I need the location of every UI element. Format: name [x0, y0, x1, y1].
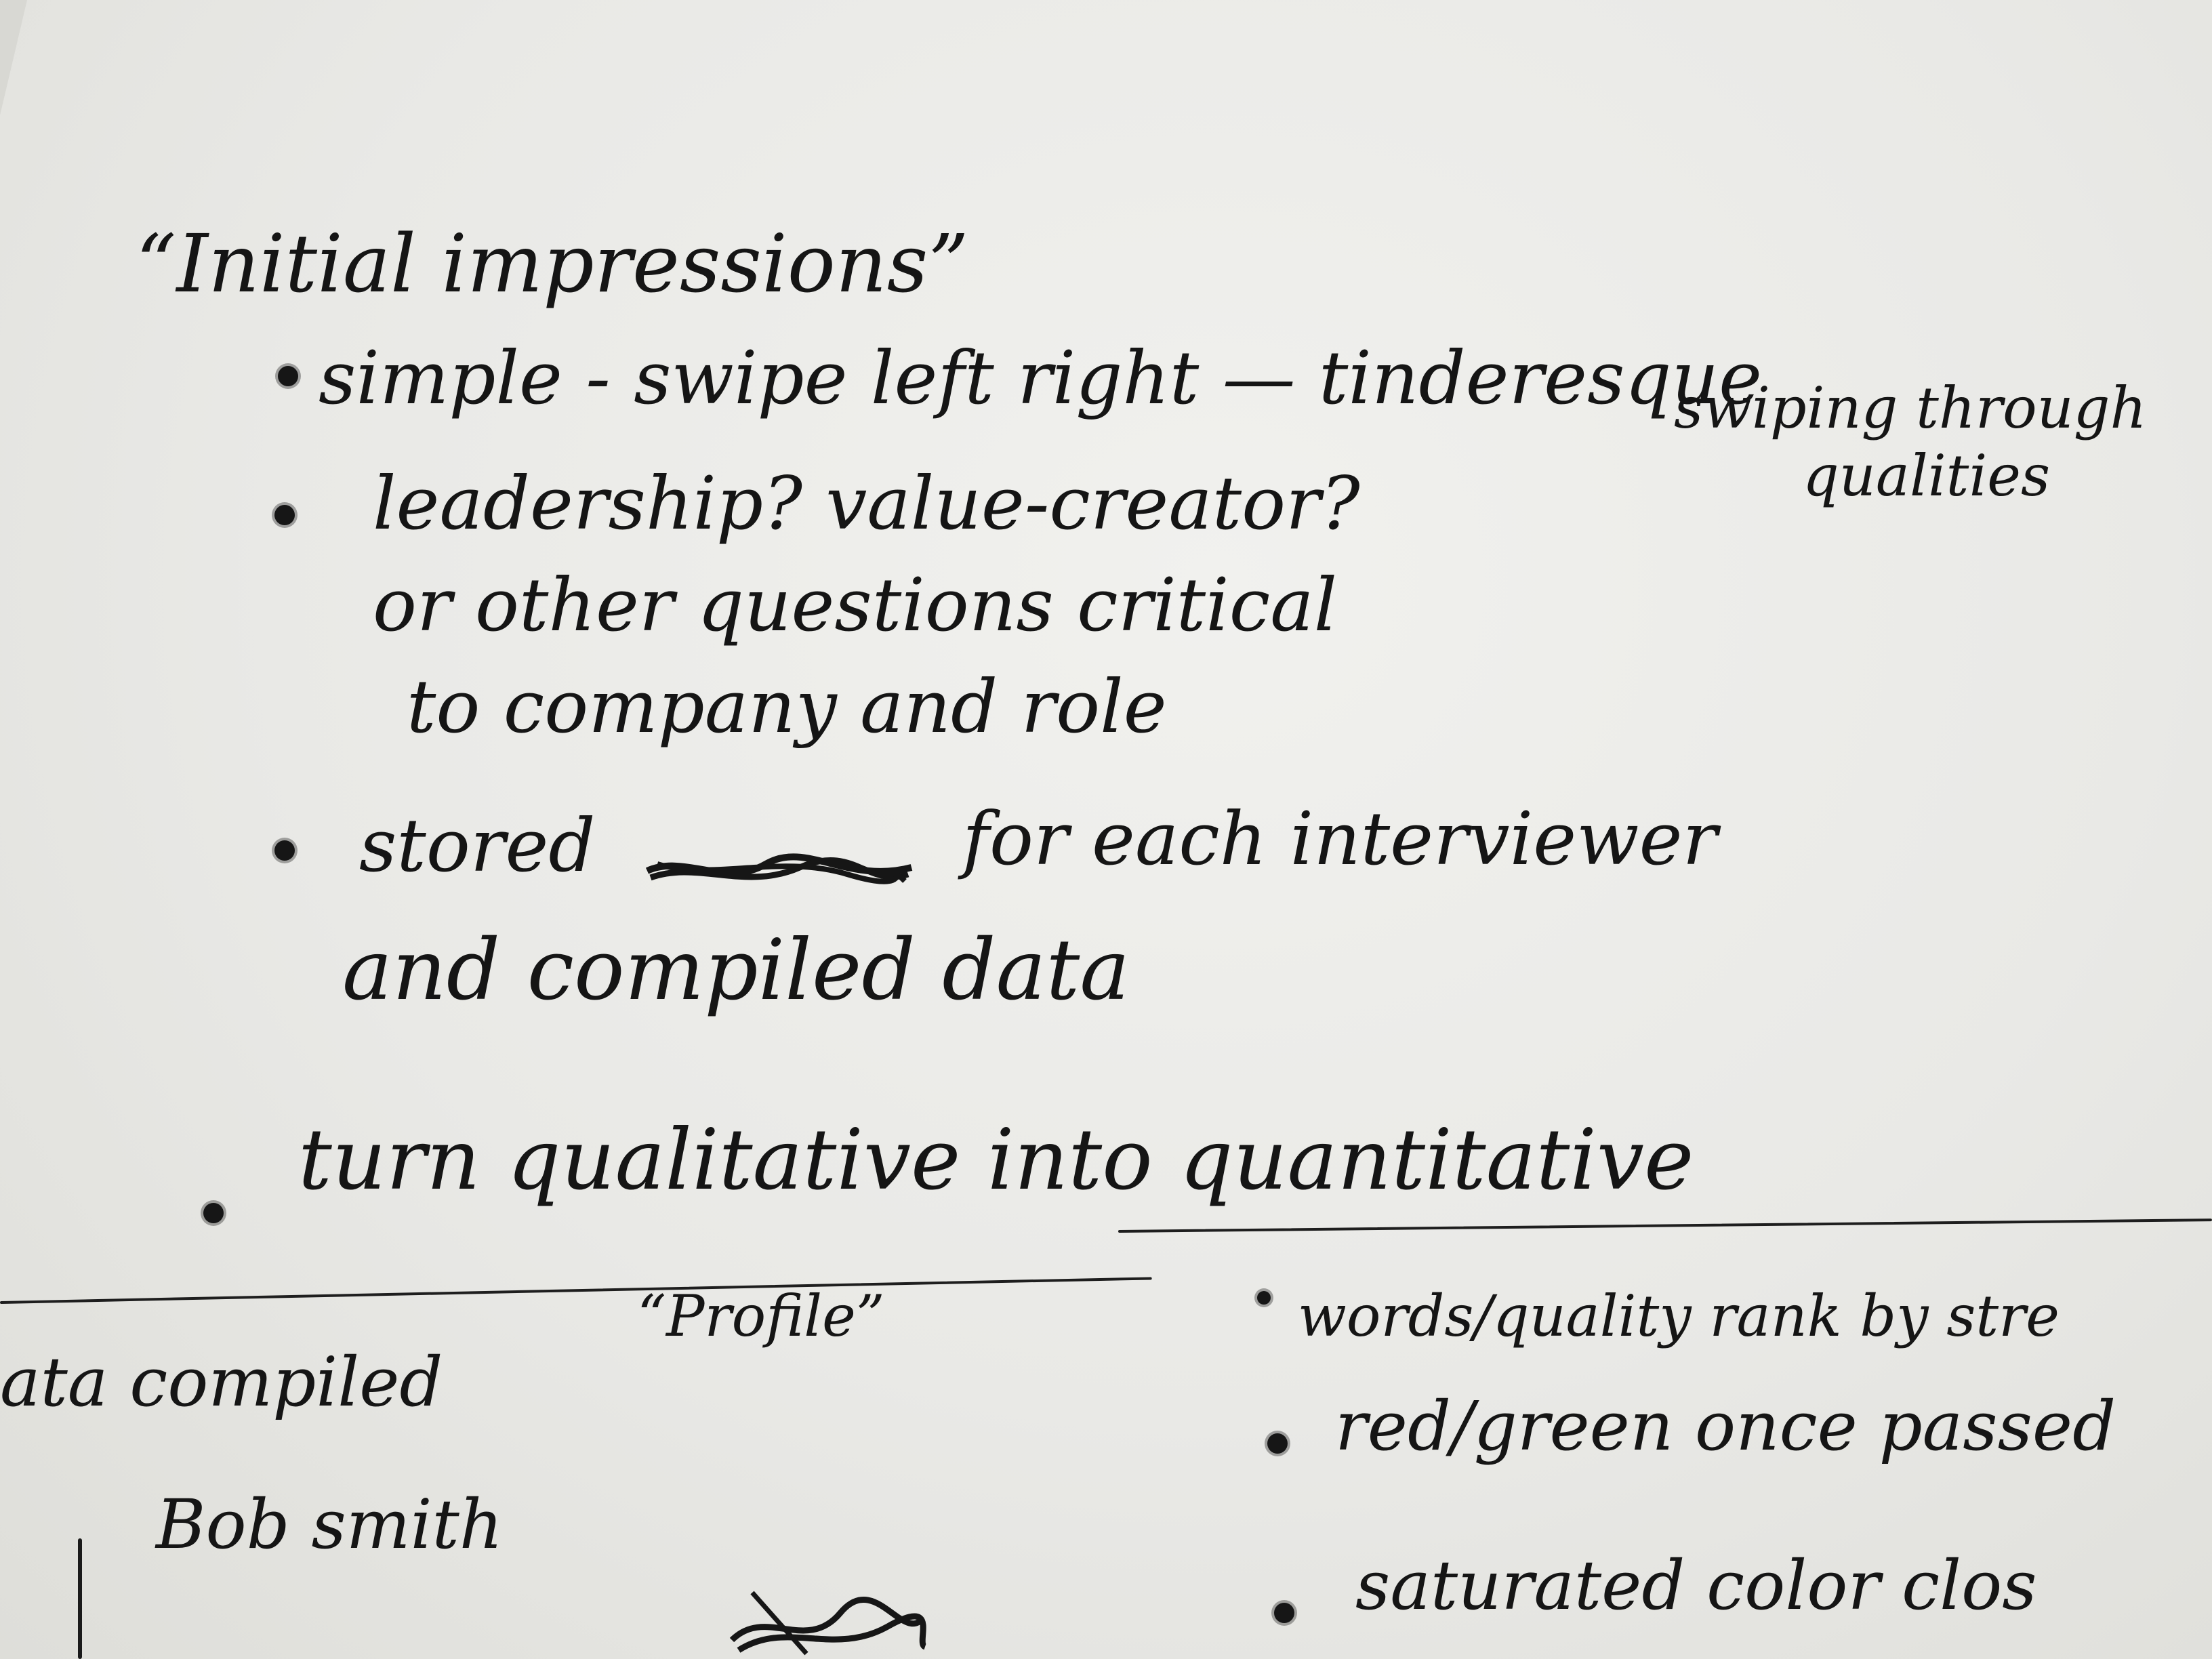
side-note: swiping through: [1674, 375, 2147, 441]
bullet-dot: [1257, 1291, 1271, 1305]
crossed-out-word: [645, 853, 913, 884]
profile-quote: “Profile”: [637, 1283, 885, 1349]
divider-line: [0, 1277, 1152, 1304]
profile-heading: ata compiled: [0, 1343, 443, 1422]
bullet-dot: [1274, 1603, 1294, 1623]
note-item: turn qualitative into quantitative: [298, 1111, 1694, 1209]
side-note: qualities: [1803, 443, 2051, 509]
note-item: to company and role: [407, 665, 1167, 750]
note-item: leadership? value-creator?: [373, 462, 1360, 546]
margin-bracket: [78, 1538, 82, 1659]
paper-corner: [0, 0, 27, 115]
note-item: or other questions critical: [373, 563, 1338, 648]
bullet-dot: [1267, 1433, 1288, 1454]
feature-item: words/quality rank by stre: [1298, 1283, 2060, 1349]
divider-line: [1118, 1218, 2212, 1233]
bullet-dot: [203, 1203, 224, 1223]
crossed-out-word: [729, 1591, 927, 1656]
note-item: simple - swipe left right — tinderesque: [319, 336, 1763, 421]
note-item: stored: [359, 804, 596, 888]
notes-title: “Initial impressions”: [136, 217, 969, 310]
feature-item: red/green once passed: [1335, 1387, 2116, 1466]
bullet-dot: [274, 840, 295, 861]
feature-item: saturated color clos: [1355, 1546, 2037, 1625]
note-item: and compiled data: [342, 922, 1130, 1019]
bullet-dot: [278, 366, 298, 386]
note-item: for each interviewer: [962, 797, 1718, 882]
bullet-dot: [274, 505, 295, 525]
profile-name: Bob smith: [156, 1485, 504, 1564]
